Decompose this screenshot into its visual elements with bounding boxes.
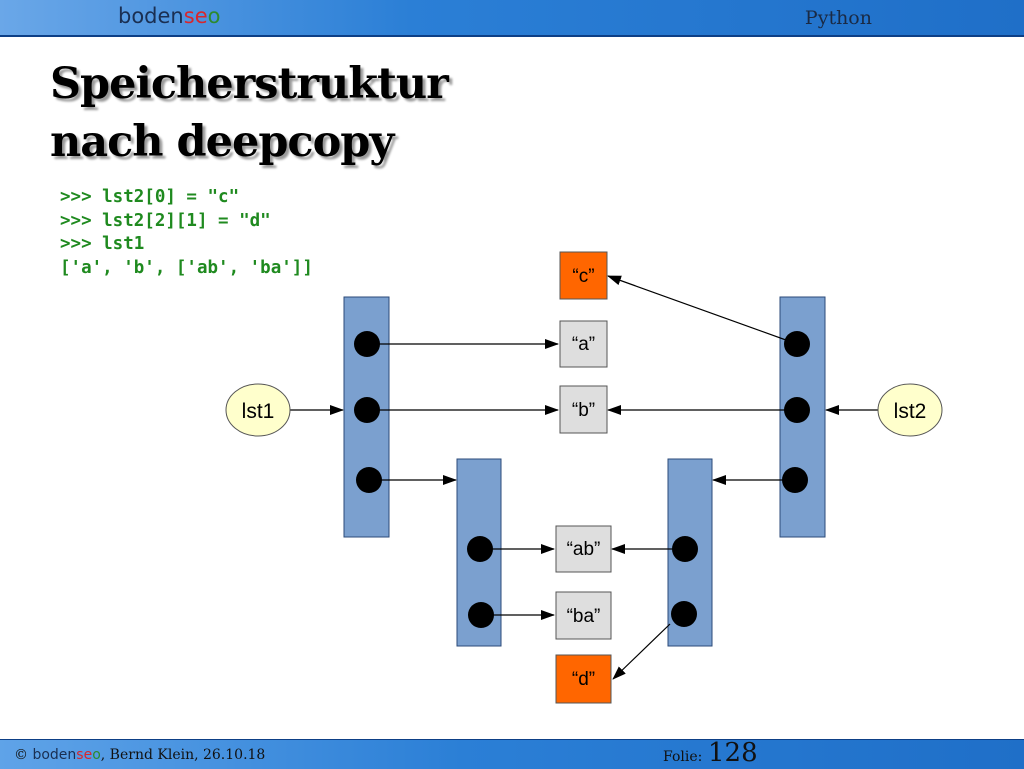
logo-part-se: se [183,4,208,28]
logo-part-o: o [207,4,221,28]
slide-number: 128 [708,738,758,768]
code-line: >>> lst1 [60,234,145,254]
value-label-c: “c” [572,266,594,287]
footer-bar: © bodenseo, Bernd Klein, 26.10.18 Folie:… [0,738,1024,769]
logo-part-boden: boden [118,4,184,28]
ref-dot [468,602,494,628]
arrow-lst2-0-to-c [607,275,798,345]
slide-title-line2: nach deepcopy [50,117,394,167]
value-box-d [555,654,612,704]
footer-logo: bodenseo [32,747,100,763]
value-label-ba: “ba” [567,606,601,627]
slide-number-label: Folie: [663,749,703,765]
value-label-b: “b” [572,400,595,421]
variable-lst1 [225,383,291,437]
logo-part-o: o [92,747,101,763]
slide-title: Speicherstruktur nach deepcopy [50,55,449,171]
ref-dot [672,536,698,562]
ref-dot [782,467,808,493]
value-box-b [559,385,608,434]
code-line: >>> lst2[0] = "c" [60,187,240,207]
variable-label-lst1: lst1 [242,400,275,423]
logo-part-boden: boden [32,747,77,763]
arrow-sub2-1-to-d [612,623,671,680]
code-line: >>> lst2[2][1] = "d" [60,210,271,231]
header-title: Python [804,7,872,29]
ref-dot [784,397,810,423]
value-label-d: “d” [572,669,595,690]
value-label-ab: “ab” [567,539,601,560]
value-box-ab [555,525,612,573]
variable-label-lst2: lst2 [894,400,927,423]
variable-lst2 [877,383,943,437]
slide-title-line1: Speicherstruktur [50,59,449,109]
value-box-ba [555,591,612,640]
header-bar: bodenseo Python [0,0,1024,37]
footer-credits: © bodenseo, Bernd Klein, 26.10.18 [14,747,265,763]
author-date: , Bernd Klein, 26.10.18 [100,747,266,763]
copyright-symbol: © [14,747,28,763]
code-block: >>> lst2[0] = "c" >>> lst2[2][1] = "d" >>>… [60,186,313,280]
bodenseo-logo: bodenseo [118,3,220,29]
ref-dot [354,397,380,423]
logo-part-se: se [76,747,93,763]
ref-dot [354,331,380,357]
value-box-c [559,251,608,300]
value-label-a: “a” [572,334,595,355]
ref-dot [671,601,697,627]
ref-dot [784,331,810,357]
ref-dot [467,536,493,562]
code-line: ['a', 'b', ['ab', 'ba']] [60,257,313,278]
ref-dot [356,467,382,493]
value-box-a [559,320,608,368]
